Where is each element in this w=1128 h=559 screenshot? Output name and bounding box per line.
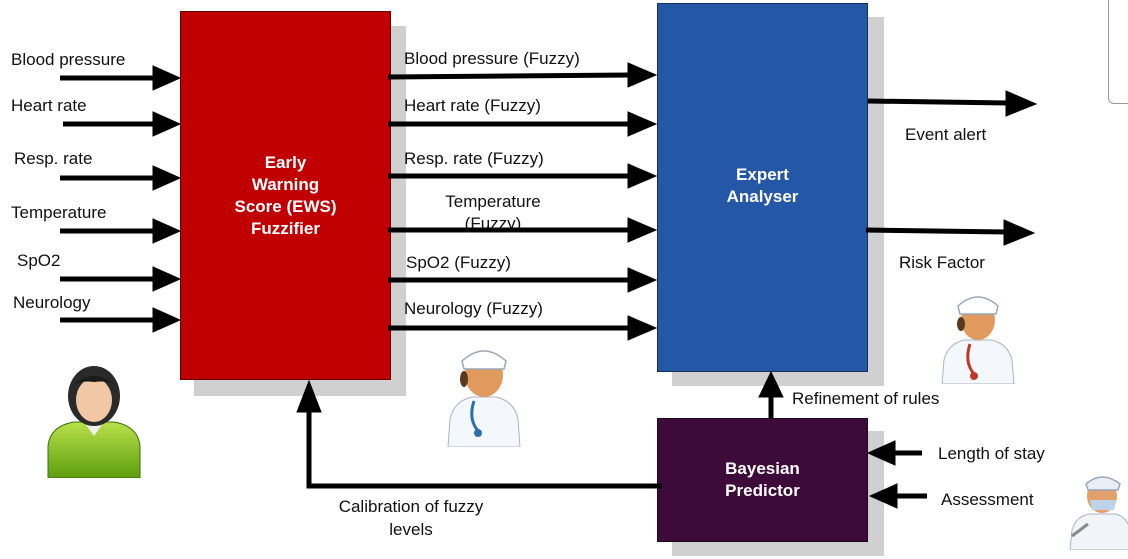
input-label-blood-pressure: Blood pressure <box>11 50 126 69</box>
calibration-label-line2: levels <box>389 520 433 539</box>
input-label-neurology: Neurology <box>13 293 91 312</box>
fuzzy-label-temperature: Temperature (Fuzzy) <box>445 192 541 233</box>
input-arrow-neurology <box>60 307 182 333</box>
risk-factor-label: Risk Factor <box>899 253 985 272</box>
fuzzy-label-neurology: Neurology (Fuzzy) <box>404 299 543 318</box>
callout-box <box>1108 0 1128 104</box>
length-of-stay-arrow <box>866 440 922 466</box>
input-label-resp-rate: Resp. rate <box>14 149 93 168</box>
ews-line4: Fuzzifier <box>251 218 320 238</box>
input-arrow-heart-rate <box>63 111 182 137</box>
bayes-line1: Bayesian <box>725 459 800 478</box>
input-arrow-spo2 <box>60 266 182 292</box>
assessment-arrow <box>868 483 927 509</box>
fuzzy-arrow-heart-rate <box>388 111 658 137</box>
input-arrow-blood-pressure <box>60 65 182 91</box>
bayesian-predictor-box: Bayesian Predictor <box>657 418 868 542</box>
refinement-arrow <box>758 370 784 418</box>
length-of-stay-label: Length of stay <box>938 444 1045 463</box>
event-alert-label: Event alert <box>905 125 987 144</box>
doctor-icon <box>941 296 1015 384</box>
fuzzy-label-spo2: SpO2 (Fuzzy) <box>406 253 511 272</box>
fuzzy-arrow-temperature <box>388 217 658 243</box>
calibration-arrow <box>296 379 662 489</box>
risk-factor-arrow <box>865 219 1036 246</box>
expert-analyser-box: Expert Analyser <box>657 3 868 372</box>
fuzzy-arrow-blood-pressure <box>387 62 658 88</box>
ews-line2: Warning <box>251 174 320 194</box>
fuzzy-label-heart-rate: Heart rate (Fuzzy) <box>404 96 541 115</box>
input-arrow-temperature <box>60 218 182 244</box>
fuzzy-label-resp-rate: Resp. rate (Fuzzy) <box>404 149 544 168</box>
ews-line3: Score (EWS) <box>234 196 337 216</box>
fuzzy-label-blood-pressure: Blood pressure (Fuzzy) <box>404 49 580 68</box>
input-label-spo2: SpO2 <box>17 251 61 270</box>
input-label-heart-rate: Heart rate <box>11 96 87 115</box>
ews-line1: Early <box>264 152 307 172</box>
fuzzy-arrow-neurology <box>388 315 658 341</box>
refinement-label: Refinement of rules <box>792 389 940 408</box>
ews-fuzzifier-box: Early Warning Score (EWS) Fuzzifier <box>180 11 391 380</box>
bayes-line2: Predictor <box>725 481 800 500</box>
event-alert-arrow <box>867 90 1038 117</box>
fuzzy-arrow-resp-rate <box>388 163 658 189</box>
surgeon-icon <box>1069 476 1128 550</box>
input-arrow-resp-rate <box>60 165 182 191</box>
calibration-label-line1: Calibration of fuzzy <box>338 497 484 516</box>
expert-line2: Analyser <box>726 187 799 206</box>
input-label-temperature: Temperature <box>11 203 107 222</box>
nurse-icon <box>447 350 521 447</box>
patient-icon <box>47 366 141 478</box>
fuzzy-arrow-spo2 <box>388 267 658 293</box>
assessment-label: Assessment <box>941 490 1034 509</box>
expert-line1: Expert <box>736 165 789 184</box>
